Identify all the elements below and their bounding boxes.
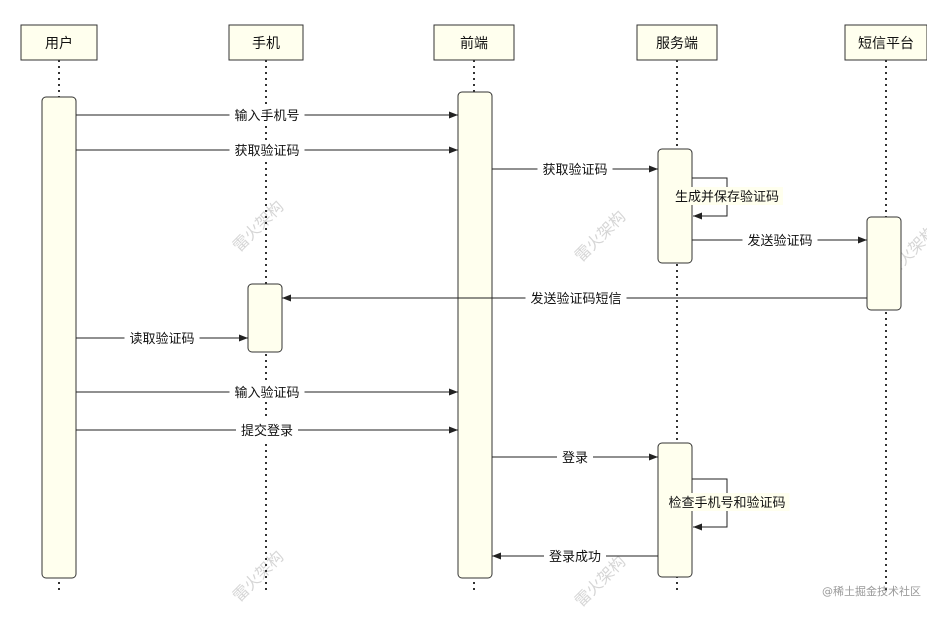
participant-label-server: 服务端 — [656, 36, 698, 52]
message-label: 获取验证码 — [234, 143, 299, 159]
message-label: 输入手机号 — [234, 108, 299, 124]
message-label-bg — [544, 546, 606, 566]
participant-label-user: 用户 — [45, 35, 73, 52]
participant-label-frontend: 前端 — [460, 35, 488, 52]
message-label: 提交登录 — [241, 423, 293, 439]
activation-server — [657, 148, 693, 264]
watermark-text: 雷火架构 — [229, 547, 288, 606]
message-label: 发送验证码 — [747, 233, 812, 249]
participant-box-server — [636, 24, 718, 61]
activation-phone — [247, 283, 283, 353]
participant-label-phone: 手机 — [252, 36, 280, 52]
message-label: 获取验证码 — [542, 162, 607, 178]
message-label: 读取验证码 — [129, 331, 194, 347]
activation-frontend — [457, 91, 493, 579]
message-label-bg — [236, 420, 298, 440]
message-label-bg — [525, 288, 627, 308]
message-label: 生成并保存验证码 — [675, 189, 779, 205]
credit-text: @稀土掘金技术社区 — [822, 584, 921, 598]
message-label: 检查手机号和验证码 — [668, 495, 785, 511]
message-label-bg — [229, 105, 305, 125]
message-label-bg — [229, 382, 305, 402]
participant-box-sms — [844, 24, 927, 61]
message-label-bg — [537, 159, 613, 179]
message-label-bg — [557, 447, 593, 467]
message-label-bg — [742, 230, 818, 250]
message-label-bg — [664, 493, 790, 511]
participant-headers: 用户 手机 前端 服务端 短信平台 — [20, 24, 927, 61]
messages: 输入手机号获取验证码获取验证码生成并保存验证码发送验证码发送验证码短信读取验证码… — [76, 105, 867, 566]
activation-bars — [41, 91, 902, 579]
message-label: 输入验证码 — [234, 385, 299, 401]
participant-box-user — [20, 24, 98, 61]
message-label: 登录成功 — [549, 550, 601, 565]
activation-user — [41, 96, 77, 579]
watermark-text: 雷火架构 — [229, 197, 288, 256]
message-label-bg — [671, 187, 783, 205]
message-label-bg — [124, 328, 200, 348]
watermark-text: 雷火架构 — [571, 207, 630, 266]
message-label: 发送验证码短信 — [530, 291, 621, 307]
participant-box-phone — [228, 24, 304, 61]
message-label: 登录 — [562, 451, 588, 466]
activation-sms — [866, 216, 902, 311]
participant-label-sms: 短信平台 — [858, 36, 914, 52]
message-label-bg — [229, 140, 305, 160]
participant-box-frontend — [433, 24, 515, 61]
